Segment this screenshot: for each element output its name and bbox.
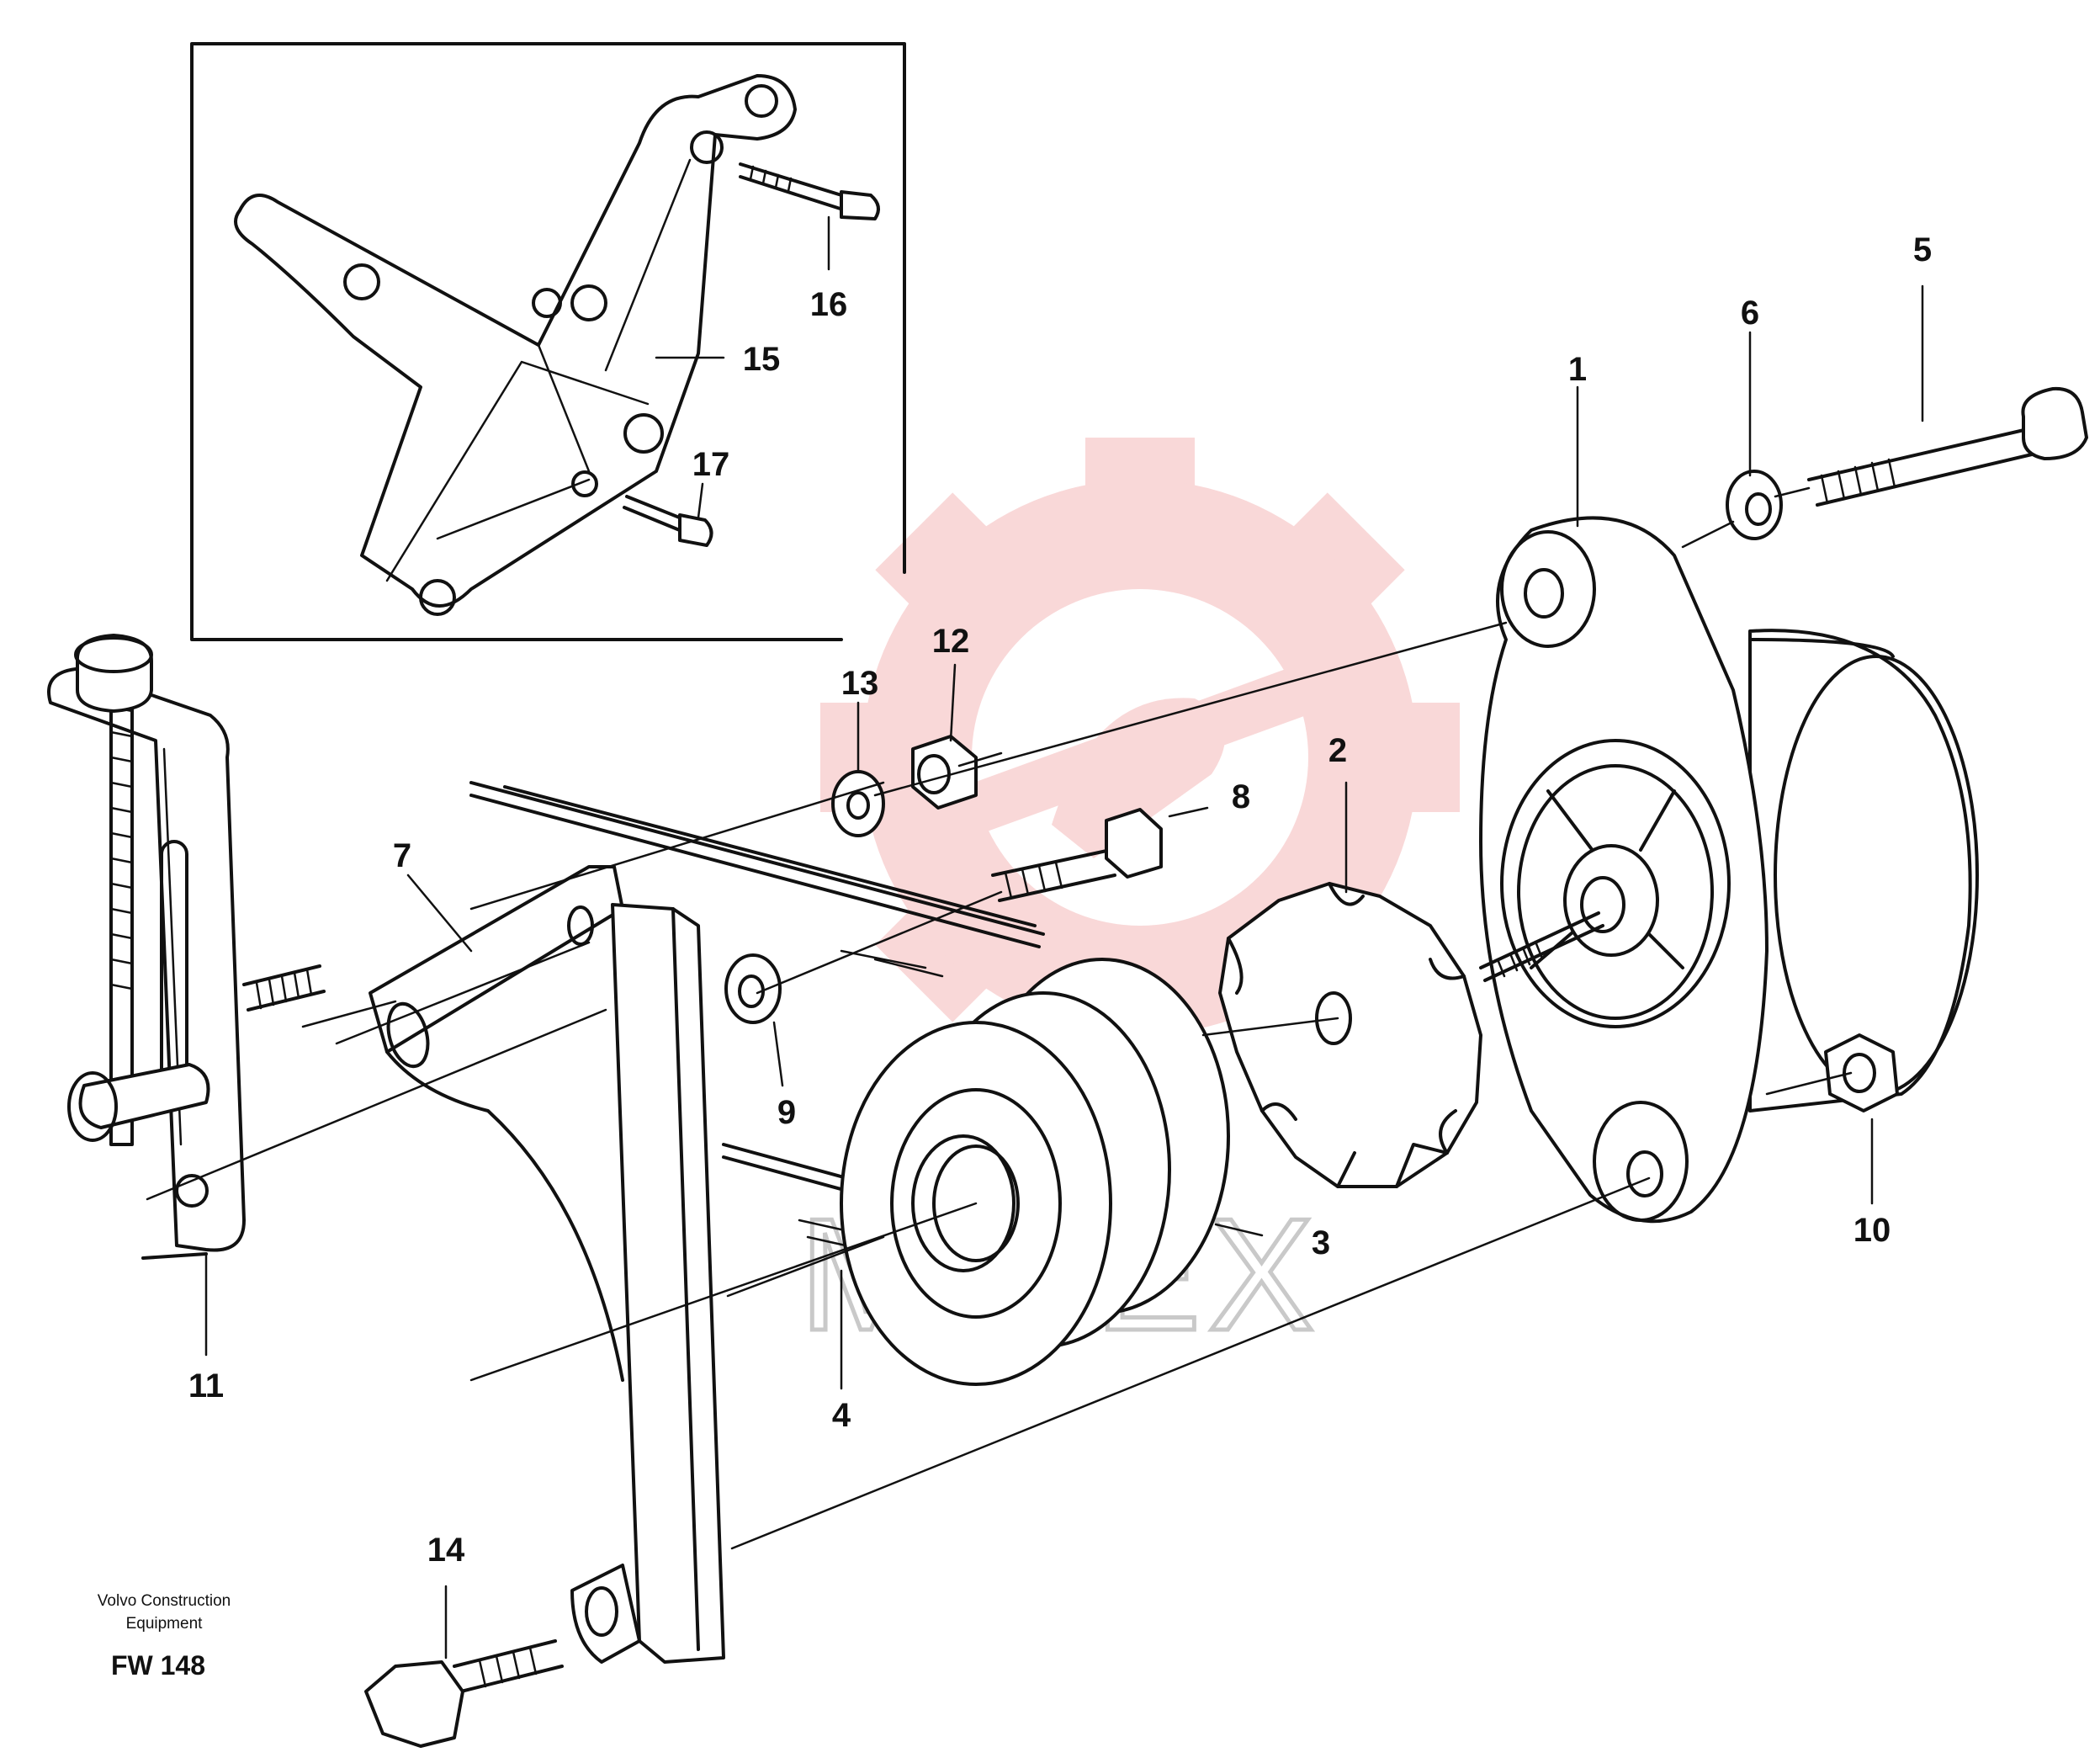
callout-16: 16 <box>810 286 848 323</box>
bracket-15 <box>234 74 797 616</box>
callout-7: 7 <box>393 837 411 874</box>
callout-8: 8 <box>1232 778 1250 815</box>
callout-12: 12 <box>932 623 970 660</box>
figure-code: FW 148 <box>111 1650 205 1681</box>
adjuster-bracket-11 <box>47 634 246 1260</box>
callout-4: 4 <box>832 1397 851 1434</box>
bolt-17 <box>623 495 713 547</box>
callout-labels: 1 2 3 4 5 6 7 8 9 10 11 12 13 14 15 16 1… <box>188 231 1932 1569</box>
washer-13 <box>831 770 885 837</box>
callout-13: 13 <box>841 665 879 702</box>
callout-5: 5 <box>1913 231 1932 268</box>
nut-10 <box>1824 1033 1899 1112</box>
callout-6: 6 <box>1741 295 1759 332</box>
washer-9 <box>724 953 782 1024</box>
bolt-14 <box>364 1639 564 1748</box>
caption-line-2: Equipment <box>126 1615 204 1633</box>
callout-1: 1 <box>1568 351 1587 388</box>
callout-11: 11 <box>188 1367 224 1405</box>
figure-caption: Volvo Construction Equipment FW 148 <box>98 1592 231 1681</box>
bolt-5 <box>1807 386 2088 507</box>
bolt-16 <box>739 162 880 220</box>
inset-frame <box>190 42 906 641</box>
alternator-1 <box>1479 516 1979 1224</box>
tension-bracket-7 <box>369 865 725 1664</box>
callout-2: 2 <box>1328 732 1347 769</box>
callout-10: 10 <box>1853 1212 1891 1249</box>
fan-2 <box>1218 882 1482 1188</box>
callout-17: 17 <box>692 446 730 483</box>
assembly-lines <box>146 486 1853 1550</box>
washer-6 <box>1726 470 1783 540</box>
caption-line-1: Volvo Construction <box>98 1592 231 1610</box>
callout-15: 15 <box>743 341 781 378</box>
adjuster-bolt <box>242 964 326 1012</box>
callout-14: 14 <box>427 1532 465 1569</box>
callout-9: 9 <box>777 1094 796 1131</box>
callout-3: 3 <box>1312 1224 1330 1261</box>
leader-lines <box>204 215 1924 1659</box>
bolt-8 <box>991 808 1163 902</box>
